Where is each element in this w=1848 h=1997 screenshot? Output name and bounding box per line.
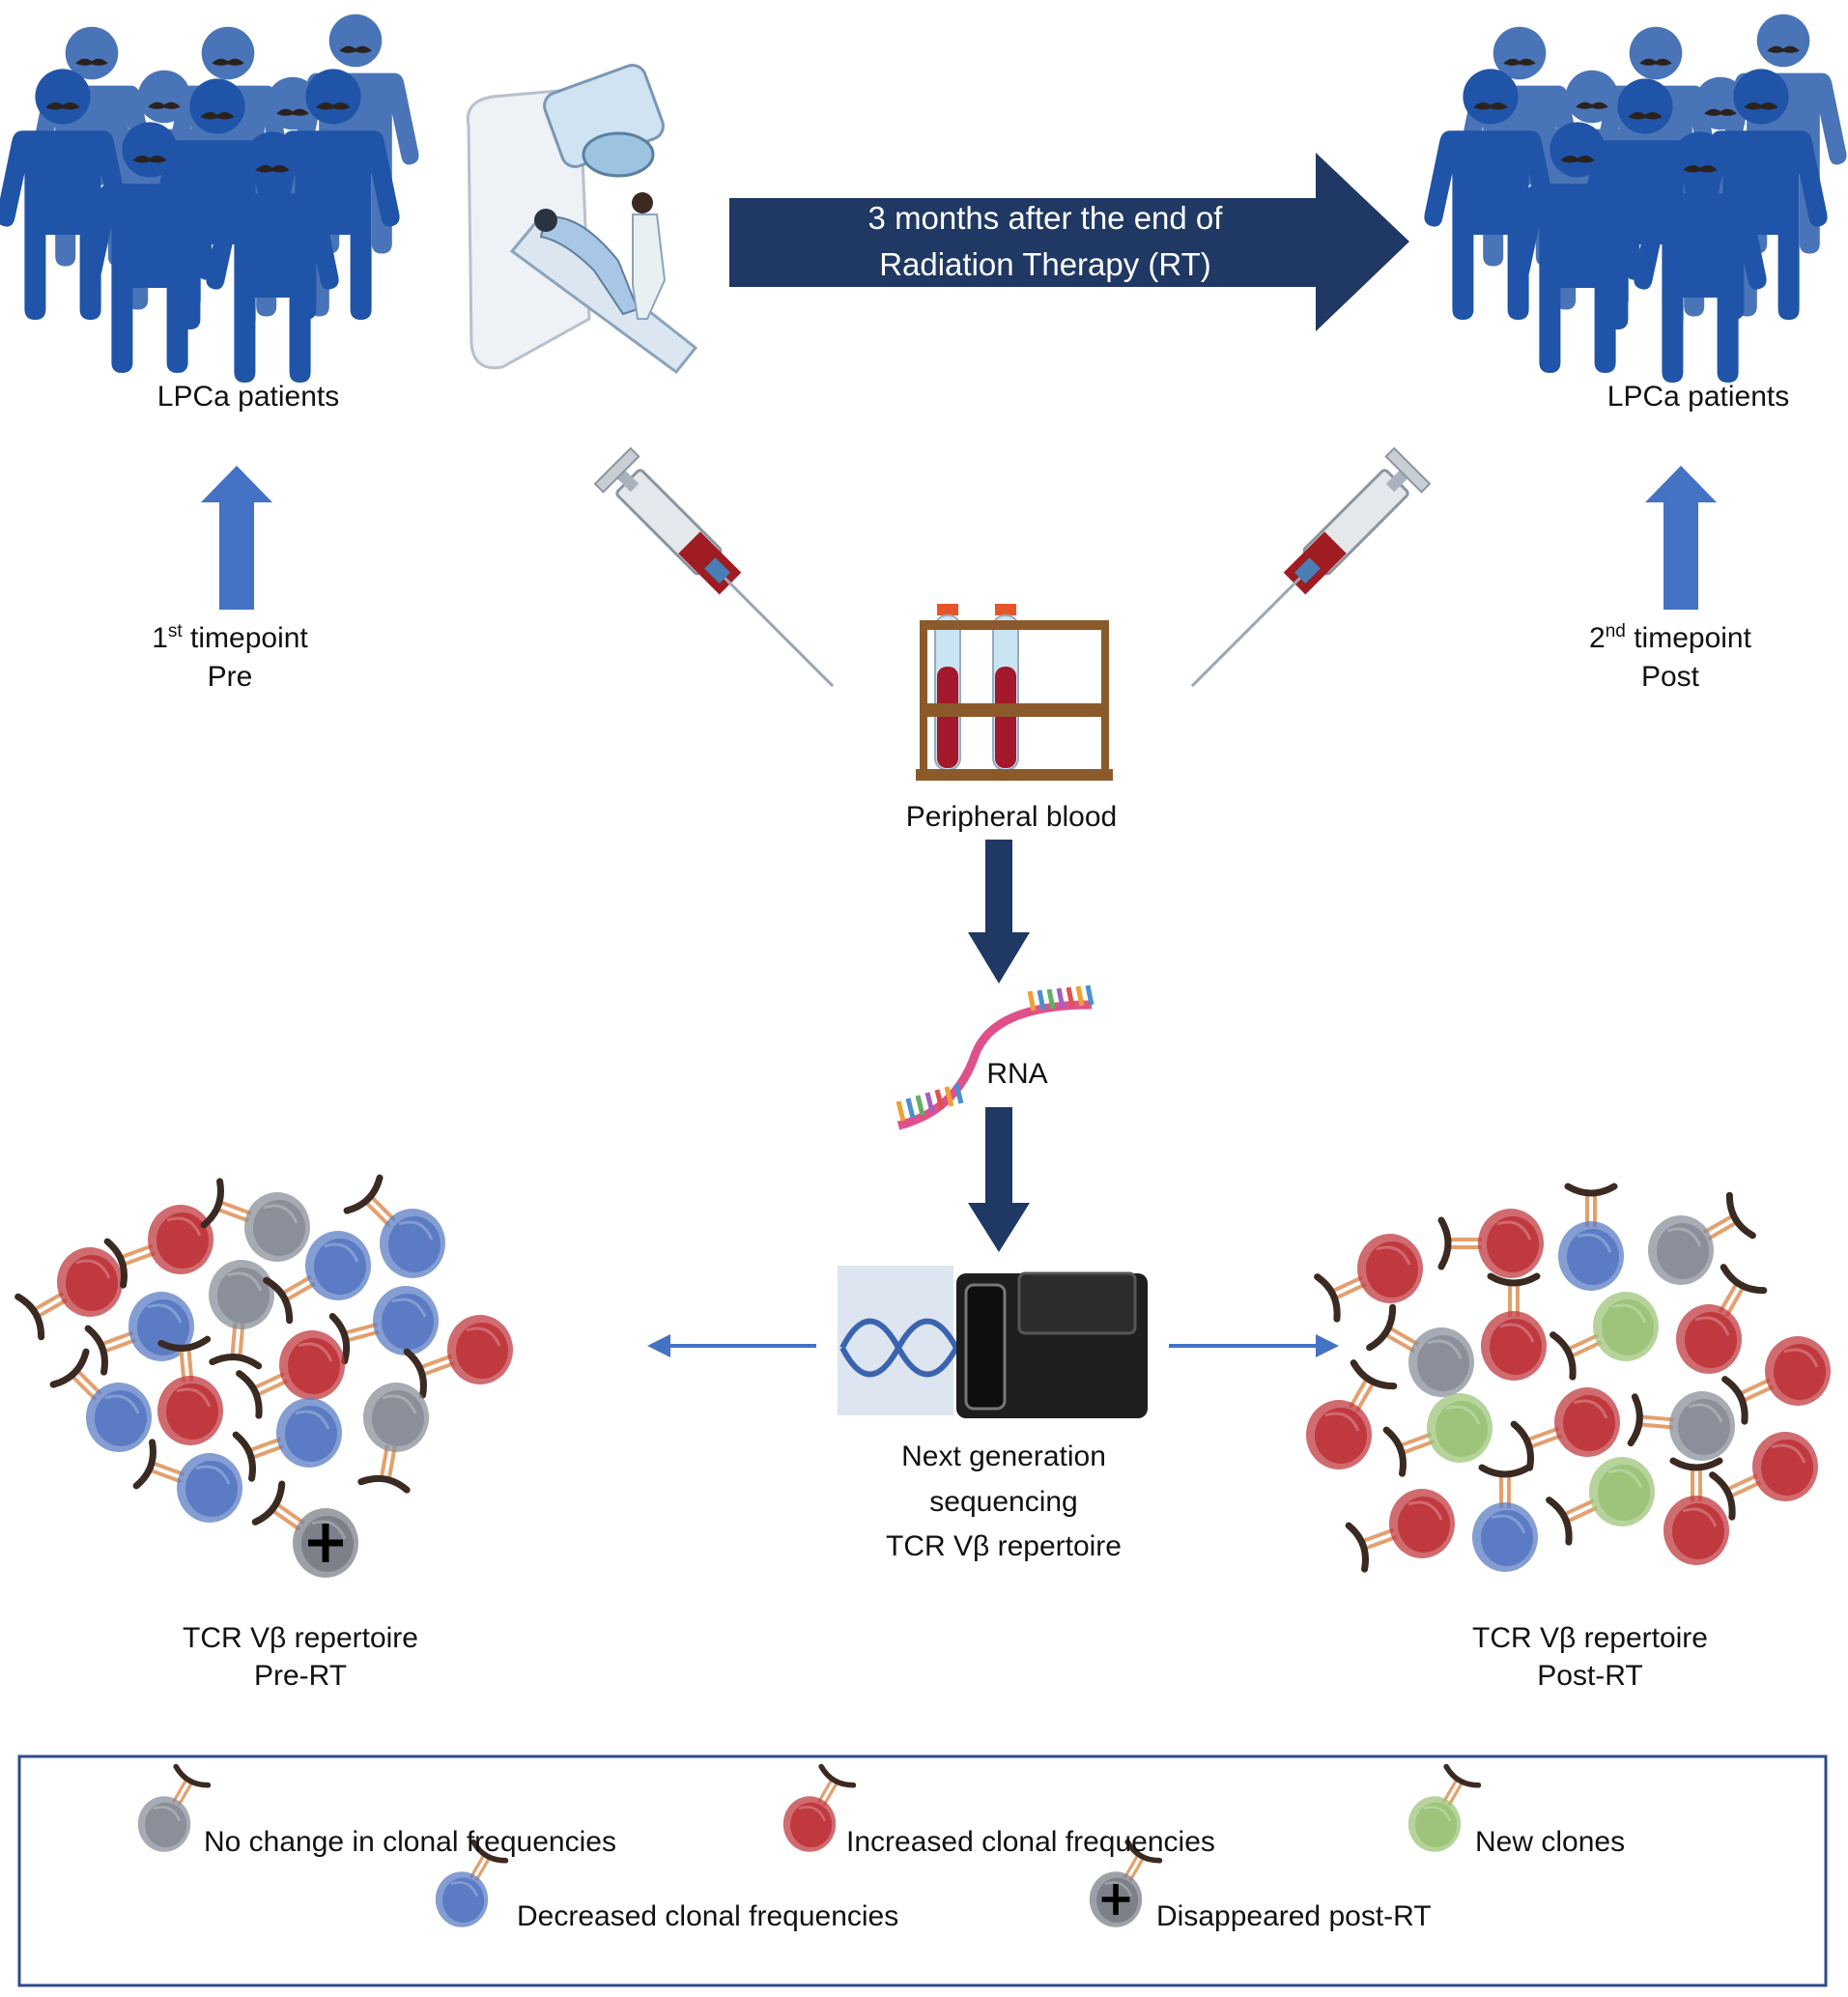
left-patients-label: LPCa patients <box>157 381 339 413</box>
legend-label-increased: Increased clonal frequencies <box>846 1826 1215 1858</box>
rna-strand-icon <box>896 984 1095 1130</box>
patient-icon <box>1511 122 1644 373</box>
t-cell-icon <box>49 1348 152 1452</box>
t-cell-icon <box>1472 1464 1538 1572</box>
timepoint-2-arrow <box>1645 466 1717 610</box>
timepoint-1-arrow <box>201 466 272 610</box>
ngs-label-line3: TCR Vβ repertoire <box>886 1530 1122 1562</box>
blood-tubes-icon <box>916 604 1113 781</box>
pre-repertoire-label-line2: Pre-RT <box>254 1660 347 1692</box>
timeline-arrow-label-line2: Radiation Therapy (RT) <box>879 246 1211 282</box>
t-cell-icon <box>137 1763 212 1852</box>
t-cell-icon <box>1314 1234 1423 1323</box>
legend-label-no-change: No change in clonal frequencies <box>204 1826 616 1858</box>
t-cell-icon <box>1663 1457 1729 1565</box>
t-cell-icon <box>343 1174 445 1278</box>
t-cell-icon <box>263 1231 371 1325</box>
t-cell-icon <box>236 1330 345 1419</box>
t-cell-icon <box>251 1480 358 1578</box>
timepoint-2-post-label: Post <box>1641 661 1700 693</box>
t-cell-icon <box>103 1205 213 1289</box>
t-cell-icon <box>1558 1183 1624 1291</box>
ngs-label-line2: sequencing <box>929 1486 1077 1518</box>
patient-group-pre <box>0 14 419 383</box>
tcr-repertoire-pre-cluster <box>14 1174 513 1578</box>
rna-label: RNA <box>986 1058 1047 1090</box>
t-cell-icon <box>1549 1292 1659 1381</box>
t-cell-icon <box>232 1398 342 1482</box>
t-cell-icon <box>14 1247 123 1341</box>
down-arrow-1 <box>968 840 1030 984</box>
sequencer-icon <box>838 1266 1148 1418</box>
timepoint-1-pre-label: Pre <box>208 661 253 693</box>
t-cell-icon <box>1721 1336 1831 1425</box>
timeline-arrow: 3 months after the end of Radiation Ther… <box>729 153 1409 331</box>
t-cell-icon <box>1345 1489 1455 1573</box>
t-cell-icon <box>1089 1839 1163 1927</box>
patient-icon <box>1634 131 1767 383</box>
legend-label-new: New clones <box>1475 1826 1625 1858</box>
patient-icon <box>83 122 216 373</box>
t-cell-icon <box>1709 1432 1818 1521</box>
legend: No change in clonal frequencies Increase… <box>17 1755 1828 1987</box>
t-cell-icon <box>1546 1457 1655 1546</box>
patient-group-post <box>1424 14 1847 383</box>
t-cell-icon <box>1481 1272 1547 1381</box>
post-repertoire-label-line2: Post-RT <box>1537 1660 1642 1692</box>
patient-icon <box>206 131 339 383</box>
post-repertoire-label-line1: TCR Vβ repertoire <box>1472 1622 1708 1654</box>
timepoint-2-label: 2nd timepoint <box>1589 621 1752 654</box>
t-cell-icon <box>1306 1359 1398 1469</box>
peripheral-blood-label: Peripheral blood <box>906 801 1117 833</box>
t-cell-icon <box>1676 1264 1768 1374</box>
t-cell-icon <box>1648 1191 1756 1285</box>
t-cell-icon <box>200 1178 310 1262</box>
t-cell-icon <box>1382 1393 1493 1477</box>
down-arrow-2 <box>968 1107 1030 1252</box>
t-cell-icon <box>1366 1303 1474 1397</box>
t-cell-icon <box>328 1286 439 1365</box>
syringe-right-icon <box>1190 446 1432 688</box>
t-cell-icon <box>209 1260 274 1370</box>
timepoint-1-label: 1st timepoint <box>152 621 308 654</box>
t-cell-icon <box>1437 1209 1544 1278</box>
tcr-repertoire-post-cluster <box>1306 1183 1831 1573</box>
syringe-left-icon <box>593 446 835 688</box>
radiotherapy-machine-icon <box>466 64 698 375</box>
t-cell-icon <box>357 1383 429 1494</box>
t-cell-icon <box>403 1315 513 1399</box>
t-cell-icon <box>1627 1391 1735 1461</box>
t-cell-icon <box>84 1292 194 1376</box>
legend-label-decreased: Decreased clonal frequencies <box>517 1900 898 1932</box>
right-patients-label: LPCa patients <box>1607 381 1789 413</box>
ngs-label-line1: Next generation <box>901 1441 1106 1472</box>
t-cell-icon <box>1407 1763 1482 1852</box>
legend-label-disappeared: Disappeared post-RT <box>1156 1900 1432 1932</box>
t-cell-icon <box>132 1439 242 1523</box>
timeline-arrow-label-line1: 3 months after the end of <box>868 200 1224 236</box>
t-cell-icon <box>782 1763 857 1852</box>
pre-repertoire-label-line1: TCR Vβ repertoire <box>183 1622 418 1654</box>
t-cell-icon <box>435 1839 509 1927</box>
t-cell-icon <box>1510 1387 1620 1471</box>
t-cell-icon <box>157 1335 223 1445</box>
